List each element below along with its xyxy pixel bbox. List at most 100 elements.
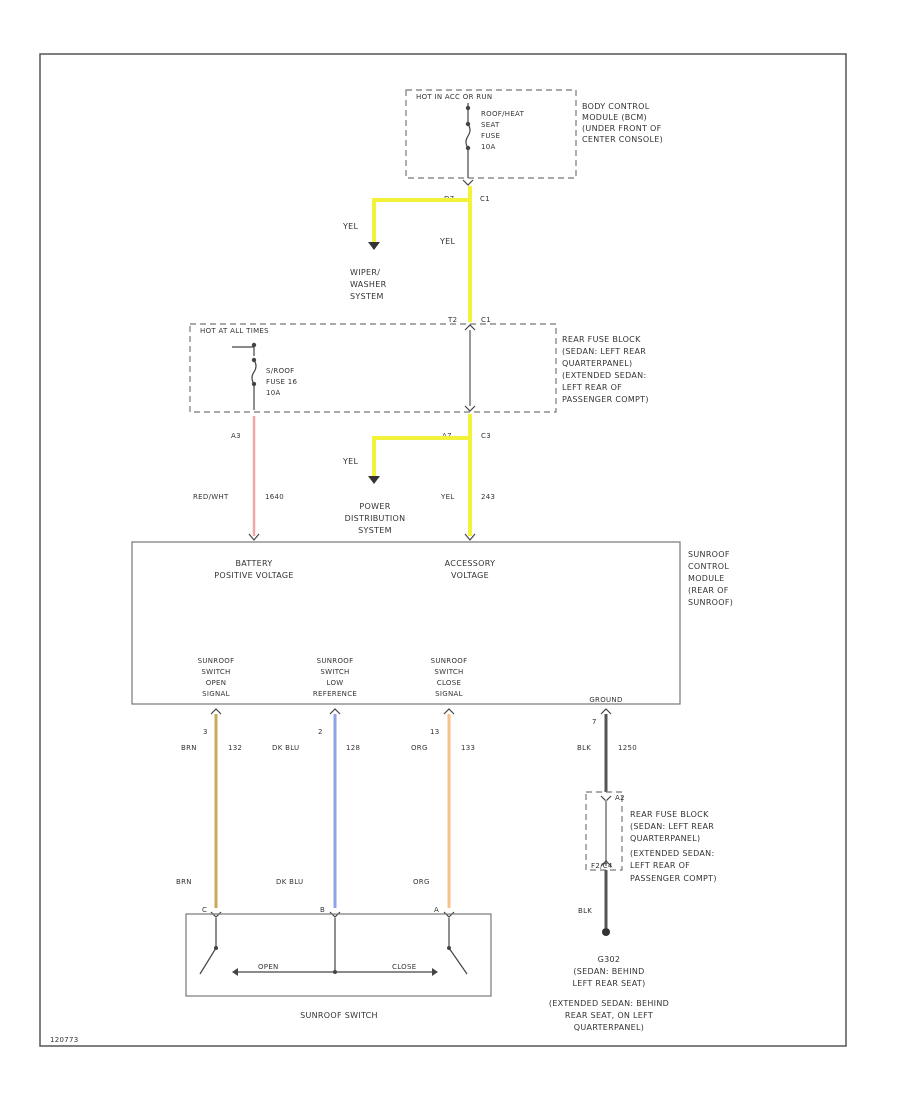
rear-fuse-pin-out: A3: [231, 432, 241, 440]
low-connector-symbol: [329, 708, 341, 715]
ground-point-1: G302: [598, 955, 621, 964]
rear-fuse-pin-bottom-right: C3: [481, 432, 491, 440]
close-wire-color-lower: ORG: [413, 878, 430, 886]
sunroof-switch: OPEN CLOSE: [185, 913, 492, 997]
diagram-id: 120773: [50, 1036, 79, 1044]
ground-wire-color-lower: BLK: [578, 907, 592, 915]
power-branch: YEL POWER DISTRIBUTION SYSTEM: [342, 436, 470, 535]
module-desc-1: SUNROOF: [688, 550, 730, 559]
wiper-branch-wire-label: YEL: [342, 222, 359, 231]
module-ground-label: GROUND: [589, 696, 622, 704]
open-wire-sw-pin: C: [202, 906, 207, 914]
low-wire-color-lower: DK BLU: [276, 878, 303, 886]
power-branch-wire: [372, 436, 470, 478]
ground-wire: 7 BLK 1250 A2 F2/C4 REAR FUSE BLOCK (SED…: [549, 714, 717, 1032]
module-accessory-label-2: VOLTAGE: [451, 571, 489, 580]
rear-fuse-bottom-connector: [464, 405, 476, 412]
power-branch-wire-label: YEL: [342, 457, 359, 466]
ground-point-6: QUARTERPANEL): [574, 1023, 644, 1032]
ground-block-desc-1: REAR FUSE BLOCK: [630, 810, 709, 819]
module-low-label-3: LOW: [327, 679, 344, 687]
switch-box: [185, 913, 492, 997]
bcm-fuse-line-1: ROOF/HEAT: [481, 110, 525, 118]
ground-block-desc-6: PASSENGER COMPT): [630, 874, 717, 883]
module-close-label-4: SIGNAL: [435, 690, 463, 698]
ground-point-symbol: [602, 928, 610, 936]
switch-close-blade: [448, 947, 468, 975]
module-close-label-2: SWITCH: [434, 668, 463, 676]
module-low-label-2: SWITCH: [320, 668, 349, 676]
power-branch-arrow: [368, 476, 380, 484]
bcm-desc-3: (UNDER FRONT OF: [582, 124, 662, 133]
low-wire-sw-pin: B: [320, 906, 325, 914]
module-battery-label-2: POSITIVE VOLTAGE: [214, 571, 294, 580]
ground-wire-pin-b: F2/C4: [591, 862, 613, 870]
ground-block-dashed-box: [585, 791, 623, 871]
wiper-dest-3: SYSTEM: [350, 292, 384, 301]
open-signal-wire: 3 BRN 132 BRN C: [176, 714, 242, 918]
bcm-fuse-line-4: 10A: [481, 143, 496, 151]
switch-name: SUNROOF SWITCH: [300, 1011, 378, 1020]
module-close-label-3: CLOSE: [437, 679, 461, 687]
red-wht-wire-circuit: 1640: [265, 493, 284, 501]
yel-accessory-circuit: 243: [481, 493, 495, 501]
module-open-label-4: SIGNAL: [202, 690, 230, 698]
switch-open-contact-arrow: [232, 968, 238, 976]
rear-fuse-hot-lead: [232, 346, 255, 356]
red-wht-wire-arrow: [248, 533, 260, 541]
bcm-desc-2: MODULE (BCM): [582, 113, 647, 122]
bcm-fuse-node-top: [465, 105, 471, 111]
ground-wire-color: BLK: [577, 744, 591, 752]
wiper-dest-1: WIPER/: [350, 268, 380, 277]
wiper-branch-arrow: [368, 242, 380, 250]
rear-fuse-desc-4: (EXTENDED SEDAN:: [562, 371, 646, 380]
bcm-desc-4: CENTER CONSOLE): [582, 135, 663, 144]
ground-connector-symbol: [600, 708, 612, 715]
close-wire-sw-pin: A: [434, 906, 439, 914]
module-open-label-2: SWITCH: [201, 668, 230, 676]
rear-fuse-desc-6: PASSENGER COMPT): [562, 395, 649, 404]
ground-block-connector-bottom: [600, 860, 612, 867]
module-open-label-3: OPEN: [206, 679, 227, 687]
wiper-branch: YEL WIPER/ WASHER SYSTEM: [342, 198, 470, 301]
wiper-dest-2: WASHER: [350, 280, 387, 289]
low-wire-pin: 2: [318, 728, 323, 736]
module-low-label-1: SUNROOF: [317, 657, 354, 665]
ground-block-desc-3: QUARTERPANEL): [630, 834, 700, 843]
module-desc-4: (REAR OF: [688, 586, 729, 595]
rear-fuse-label-2: FUSE 16: [266, 378, 297, 386]
sunroof-control-module: BATTERY POSITIVE VOLTAGE ACCESSORY VOLTA…: [131, 541, 733, 705]
close-wire-pin: 13: [430, 728, 440, 736]
open-wire-pin: 3: [203, 728, 208, 736]
module-desc-5: SUNROOF): [688, 598, 733, 607]
open-wire-color: BRN: [181, 744, 197, 752]
bcm-fuse-symbol: [465, 123, 471, 149]
bcm-fuse-line-3: FUSE: [481, 132, 500, 140]
bcm-pin-right: C1: [480, 195, 490, 203]
module-desc-3: MODULE: [688, 574, 725, 583]
ground-block-desc-2: (SEDAN: LEFT REAR: [630, 822, 714, 831]
power-dest-3: SYSTEM: [358, 526, 392, 535]
ground-point-2: (SEDAN: BEHIND: [573, 967, 644, 976]
yel-main-wire-label: YEL: [439, 237, 456, 246]
red-wht-wire-color: RED/WHT: [193, 493, 229, 501]
module-box: [131, 541, 681, 705]
rear-fuse-symbol: [251, 359, 257, 385]
bcm-desc-1: BODY CONTROL: [582, 102, 650, 111]
low-wire-circuit: 128: [346, 744, 360, 752]
bcm-fuse-line-2: SEAT: [481, 121, 500, 129]
close-connector-symbol: [443, 708, 455, 715]
wiper-branch-wire: [372, 198, 470, 245]
close-wire-color: ORG: [411, 744, 428, 752]
power-dest-1: POWER: [359, 502, 390, 511]
module-desc-2: CONTROL: [688, 562, 729, 571]
switch-close-contact-arrow: [432, 968, 438, 976]
module-battery-label-1: BATTERY: [235, 559, 272, 568]
rear-fuse-label-3: 10A: [266, 389, 281, 397]
ground-wire-circuit: 1250: [618, 744, 637, 752]
ground-block-desc-5: LEFT REAR OF: [630, 861, 690, 870]
rear-fuse-pin-top-right: C1: [481, 316, 491, 324]
rear-fuse-top-connector: [464, 324, 476, 331]
open-connector-symbol: [210, 708, 222, 715]
